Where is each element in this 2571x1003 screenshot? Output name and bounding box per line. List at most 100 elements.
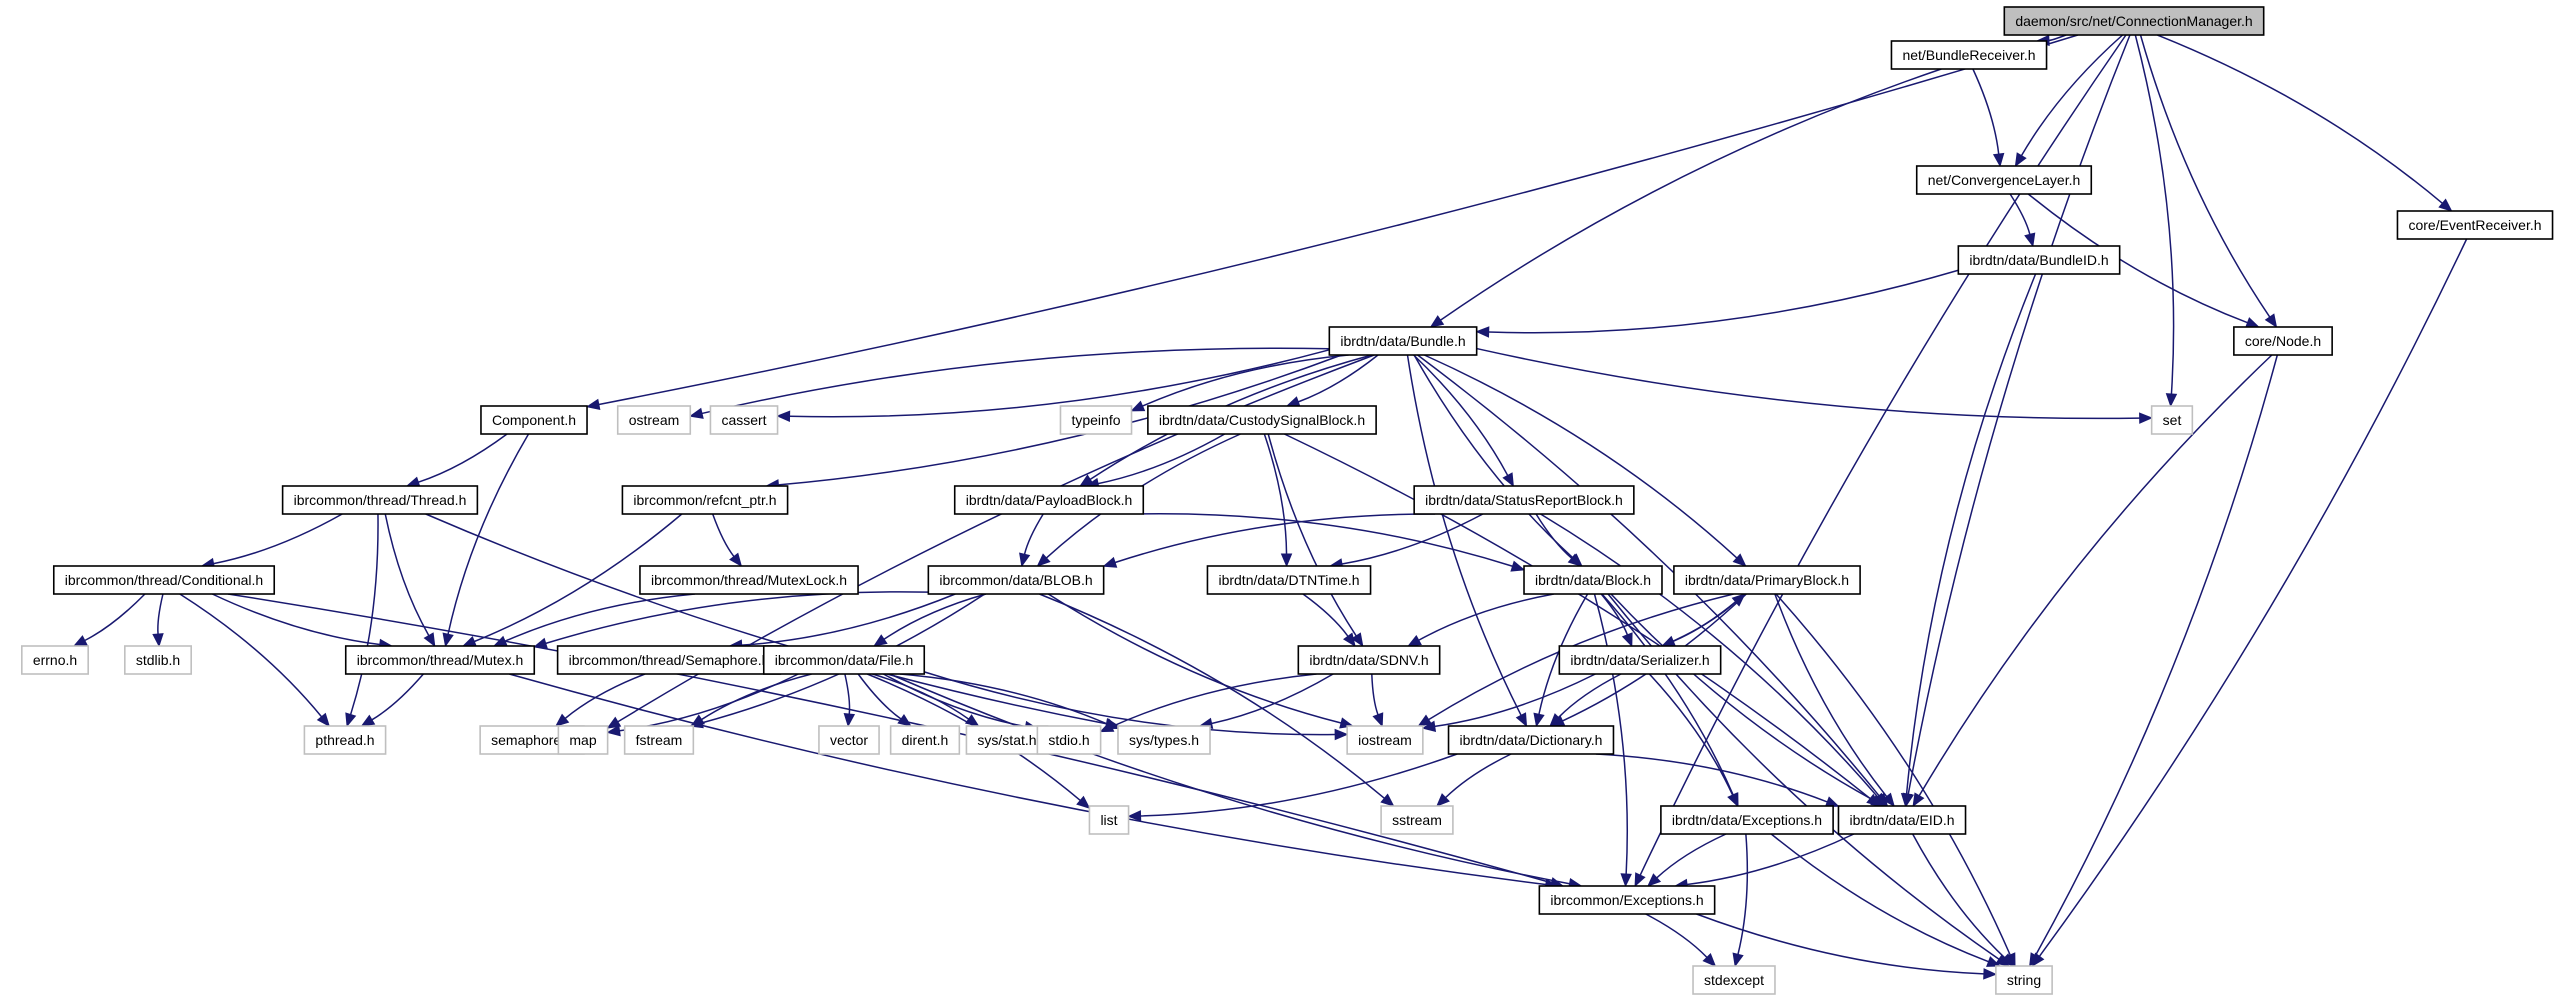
arrowhead-icon (1036, 553, 1051, 567)
arrowhead-icon (1533, 712, 1545, 728)
node-statusreport[interactable]: ibrdtn/data/StatusReportBlock.h (1413, 485, 1635, 515)
arrowhead-icon (1992, 152, 2005, 168)
edge-line (1535, 513, 1573, 559)
edge-line (1595, 753, 1828, 803)
node-label: string (2007, 972, 2041, 988)
edge-file-to-ibcexceptions (889, 673, 1583, 890)
node-convergencelayer[interactable]: net/ConvergenceLayer.h (1915, 165, 2093, 195)
node-systypes: sys/types.h (1117, 725, 1211, 755)
node-root[interactable]: daemon/src/net/ConnectionManager.h (2003, 6, 2265, 36)
edge-line (1047, 593, 1342, 724)
node-bundle[interactable]: ibrdtn/data/Bundle.h (1328, 326, 1478, 356)
edge-sdnv-to-iostream (1371, 673, 1384, 728)
node-box (2003, 6, 2265, 36)
edge-line (2038, 238, 2468, 957)
node-custodysignal[interactable]: ibrdtn/data/CustodySignalBlock.h (1147, 405, 1377, 435)
arrowhead-icon (1731, 593, 1746, 607)
edge-bundlereceiver-to-bundle (1429, 68, 1942, 328)
node-refcnt[interactable]: ibrcommon/refcnt_ptr.h (621, 485, 789, 515)
edge-root-to-ibcexceptions (1634, 34, 2127, 888)
edge-block-to-eid (1610, 593, 1886, 807)
arrowhead-icon (690, 714, 706, 727)
node-thread[interactable]: ibrcommon/thread/Thread.h (281, 485, 479, 515)
edge-mutexlock-to-mutex (492, 593, 695, 647)
edge-line (179, 593, 323, 718)
edge-bundle-to-statusreport (1413, 354, 1514, 488)
node-list: list (1088, 805, 1130, 835)
edge-line (1023, 513, 1044, 555)
edge-line (1434, 673, 1596, 728)
edge-dtntime-to-sdnv (1302, 593, 1356, 648)
node-ostream: ostream (616, 405, 692, 435)
edge-line (1413, 354, 1509, 476)
node-box (616, 405, 692, 435)
node-label: ibrcommon/thread/MutexLock.h (651, 572, 847, 588)
arrowhead-icon (2029, 952, 2041, 968)
node-eid[interactable]: ibrdtn/data/EID.h (1837, 805, 1967, 835)
node-box (1413, 485, 1635, 515)
node-semaphore_h[interactable]: ibrcommon/thread/Semaphore.h (556, 645, 782, 675)
arrowhead-icon (360, 714, 376, 727)
edge-block-to-serializer (1600, 593, 1633, 648)
node-label: ibrdtn/data/Dictionary.h (1460, 732, 1603, 748)
edge-line (924, 671, 1336, 736)
arrowhead-icon (1620, 873, 1632, 888)
edge-serializer-to-iostream (1421, 673, 1596, 733)
arrowhead-icon (606, 725, 621, 737)
node-bundlereceiver[interactable]: net/BundleReceiver.h (1890, 40, 2048, 70)
arrowhead-icon (1285, 396, 1301, 408)
node-ibcexceptions[interactable]: ibrcommon/Exceptions.h (1538, 885, 1716, 915)
node-box (21, 645, 89, 675)
node-dictionary[interactable]: ibrdtn/data/Dictionary.h (1447, 725, 1615, 755)
node-primaryblock[interactable]: ibrdtn/data/PrimaryBlock.h (1673, 565, 1861, 595)
edge-line (1918, 354, 2273, 797)
node-blob[interactable]: ibrcommon/data/BLOB.h (927, 565, 1105, 595)
edge-line (447, 433, 530, 635)
node-stdio: stdio.h (1036, 725, 1102, 755)
edge-mutex-to-pthread (360, 673, 424, 727)
node-payloadblock[interactable]: ibrdtn/data/PayloadBlock.h (953, 485, 1145, 515)
node-box (1558, 645, 1722, 675)
node-serializer[interactable]: ibrdtn/data/Serializer.h (1558, 645, 1722, 675)
node-box (1380, 805, 1454, 835)
node-label: ibrdtn/data/PayloadBlock.h (966, 492, 1133, 508)
node-label: ibrcommon/Exceptions.h (1550, 892, 1703, 908)
node-dtntime[interactable]: ibrdtn/data/DTNTime.h (1206, 565, 1372, 595)
node-box (557, 725, 609, 755)
node-mutexlock[interactable]: ibrcommon/thread/MutexLock.h (639, 565, 859, 595)
edge-line (1284, 433, 1871, 800)
node-dtnexceptions[interactable]: ibrdtn/data/Exceptions.h (1660, 805, 1834, 835)
node-sdnv[interactable]: ibrdtn/data/SDNV.h (1297, 645, 1441, 675)
edge-line (1610, 593, 1874, 801)
edge-line (1143, 513, 1513, 567)
node-label: dirent.h (902, 732, 949, 748)
edge-line (84, 593, 146, 642)
edge-line (1639, 34, 2127, 876)
edge-thread-to-conditional (200, 513, 343, 570)
node-node[interactable]: core/Node.h (2233, 326, 2333, 356)
arrowhead-icon (2014, 152, 2027, 168)
edge-blob-to-sstream (1039, 593, 1395, 807)
node-file[interactable]: ibrcommon/data/File.h (762, 645, 926, 675)
arrowhead-icon (1280, 553, 1293, 568)
edge-conditional-to-errno (72, 593, 146, 647)
node-bundleid[interactable]: ibrdtn/data/BundleID.h (1957, 245, 2121, 275)
arrowhead-icon (1076, 795, 1091, 810)
node-block[interactable]: ibrdtn/data/Block.h (1523, 565, 1663, 595)
edge-bundle-to-dictionary (1406, 354, 1528, 728)
edge-bundle-to-cassert (776, 349, 1330, 423)
arrowhead-icon (1510, 560, 1526, 572)
node-label: sys/stat.h (977, 732, 1036, 748)
node-component[interactable]: Component.h (480, 405, 588, 435)
node-eventreceiver[interactable]: core/EventReceiver.h (2396, 210, 2554, 240)
arrowhead-icon (1372, 712, 1384, 728)
edge-line (711, 513, 735, 557)
edge-line (211, 593, 380, 646)
node-label: stdexcept (1704, 972, 1764, 988)
node-box (1673, 565, 1861, 595)
edge-line (2034, 354, 2279, 956)
node-conditional[interactable]: ibrcommon/thread/Conditional.h (52, 565, 276, 595)
node-mutex[interactable]: ibrcommon/thread/Mutex.h (344, 645, 536, 675)
edge-block-to-dtnexceptions (1601, 593, 1739, 808)
edge-line (1371, 673, 1379, 716)
